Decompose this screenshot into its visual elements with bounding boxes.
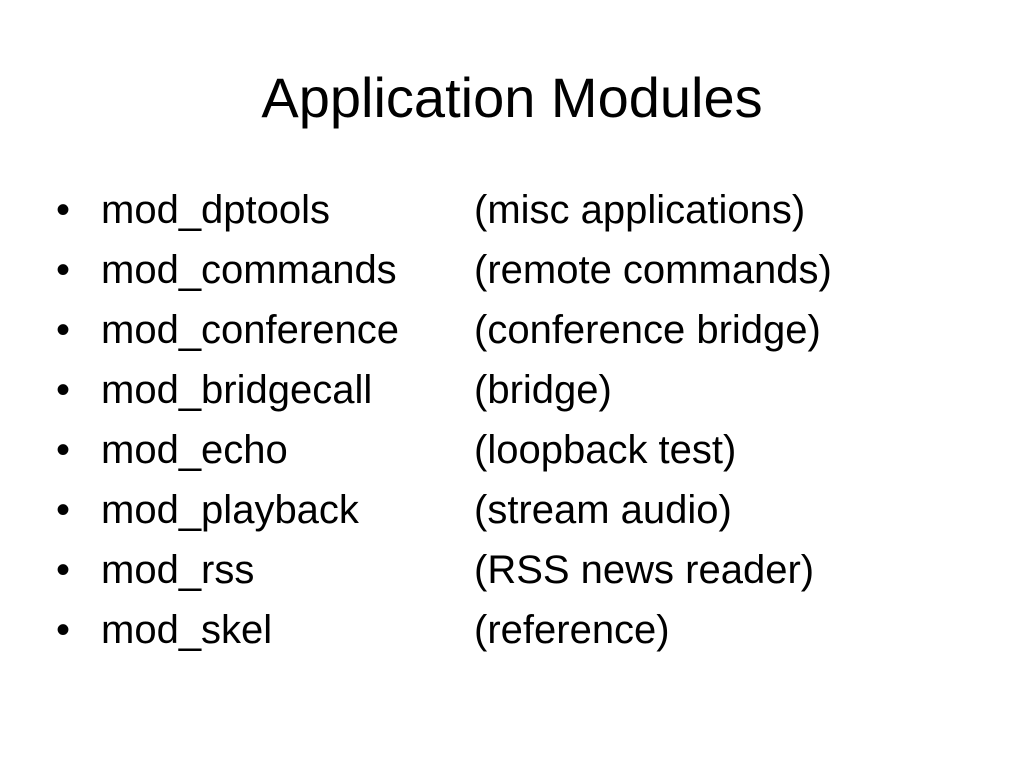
module-name: mod_bridgecall: [101, 368, 373, 412]
slide-title: Application Modules: [261, 66, 763, 129]
bullet-icon: •: [56, 488, 71, 532]
module-description: (bridge): [474, 368, 612, 412]
module-name: mod_rss: [101, 548, 255, 592]
module-description: (stream audio): [474, 488, 732, 532]
module-name: mod_conference: [101, 308, 399, 352]
module-description: (RSS news reader): [474, 548, 815, 592]
module-description: (remote commands): [474, 248, 832, 292]
module-description: (conference bridge): [474, 308, 821, 352]
module-name: mod_echo: [101, 428, 288, 472]
module-description: (reference): [474, 608, 670, 652]
module-name: mod_skel: [101, 608, 273, 652]
bullet-icon: •: [56, 608, 71, 652]
module-description: (loopback test): [474, 428, 737, 472]
bullet-icon: •: [56, 188, 71, 232]
bullet-icon: •: [56, 248, 71, 292]
bullet-icon: •: [56, 308, 71, 352]
bullet-icon: •: [56, 368, 71, 412]
bullet-icon: •: [56, 548, 71, 592]
module-name: mod_dptools: [101, 188, 331, 232]
module-name: mod_playback: [101, 488, 359, 532]
module-name: mod_commands: [101, 248, 397, 292]
module-description: (misc applications): [474, 188, 806, 232]
bullet-icon: •: [56, 428, 71, 472]
